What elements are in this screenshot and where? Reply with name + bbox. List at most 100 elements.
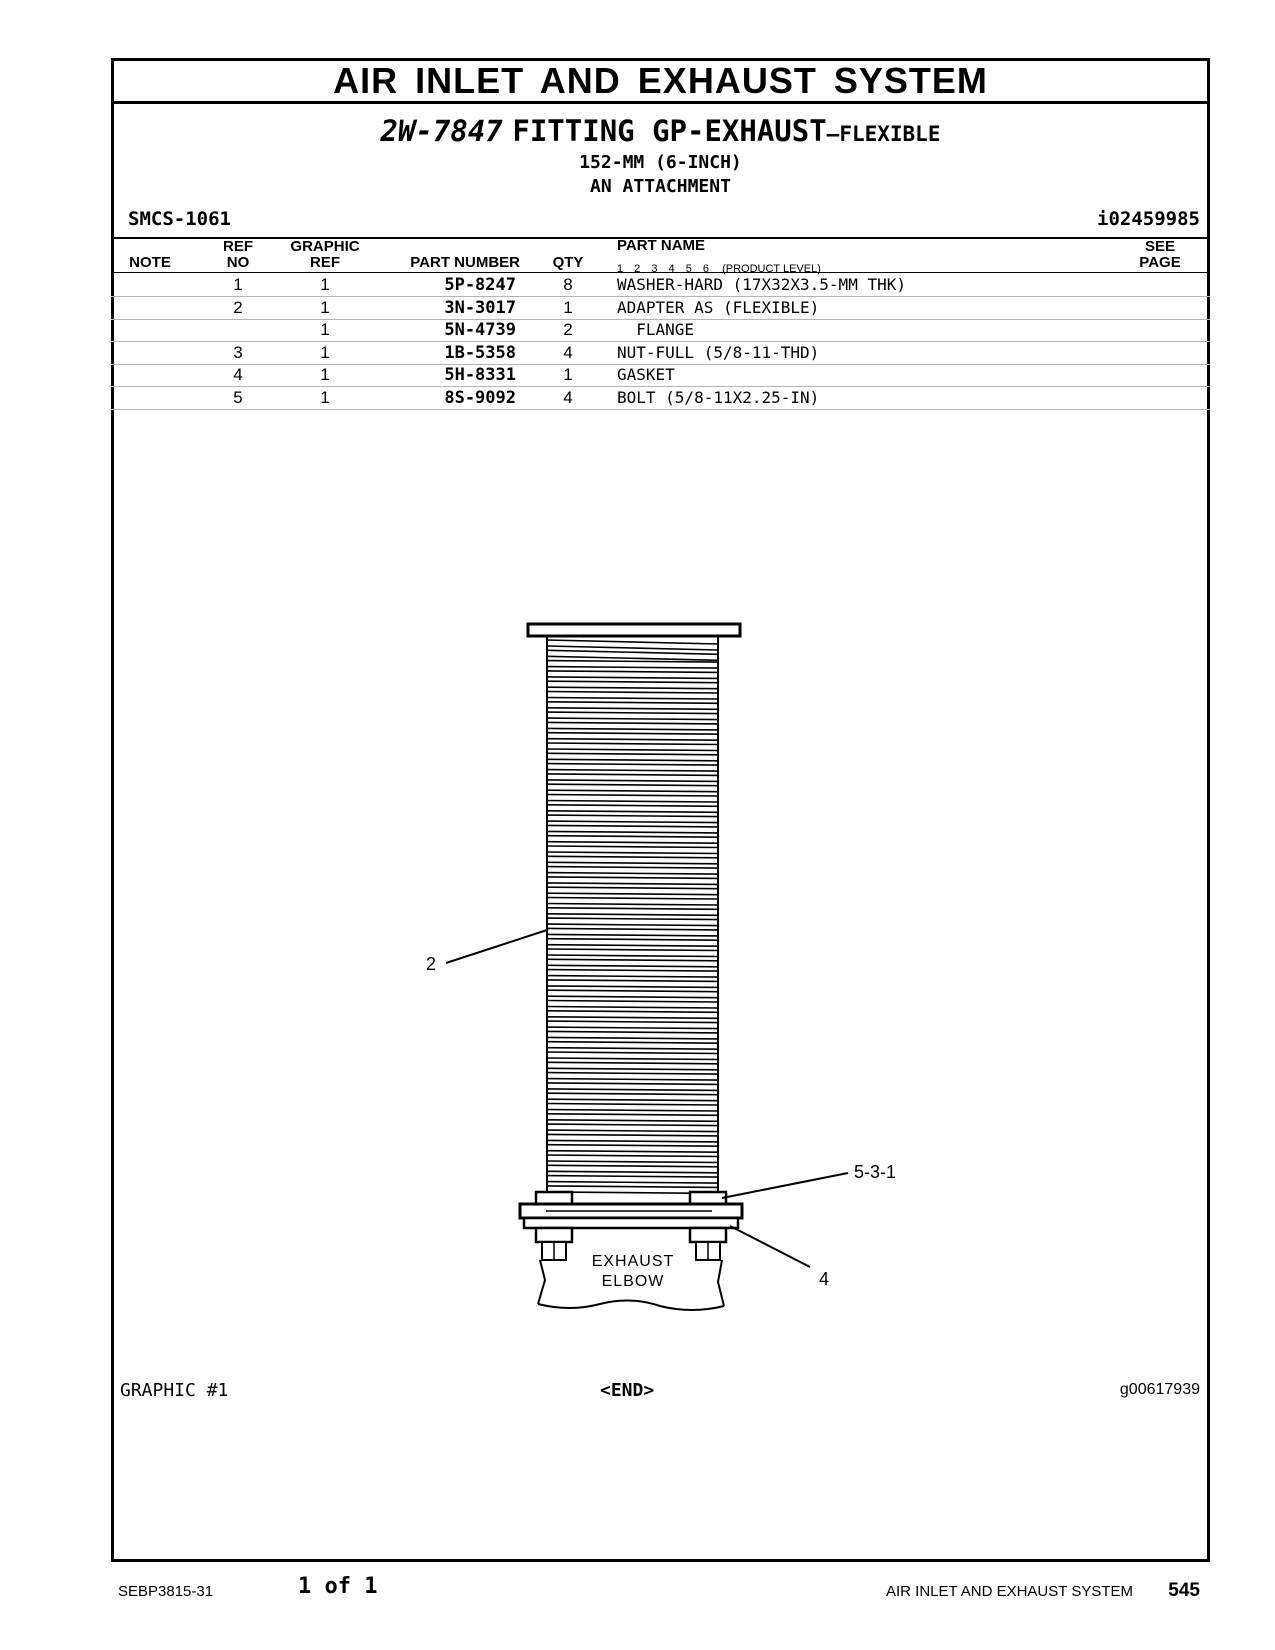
hose-corrugation	[546, 855, 719, 865]
row-ref-no: 4	[233, 365, 243, 384]
system-title: AIR INLET AND EXHAUST SYSTEM	[111, 58, 1210, 104]
graphic-reference: g00617939	[1119, 1381, 1200, 1398]
row-qty: 1	[563, 297, 573, 317]
hose-corrugation	[546, 1082, 719, 1092]
row-divider	[111, 318, 1210, 320]
callout-hardware: 5-3-1	[854, 1162, 896, 1182]
callout-gasket: 4	[819, 1269, 829, 1289]
hose-corrugation	[546, 1164, 719, 1174]
hose-corrugation	[546, 989, 719, 999]
hose-corrugation	[546, 649, 719, 662]
footer-section: AIR INLET AND EXHAUST SYSTEM	[885, 1583, 1133, 1600]
hose-corrugation	[546, 968, 719, 978]
smcs-code: SMCS-1061	[128, 208, 231, 230]
footer-page-of: 1 of 1	[298, 1574, 378, 1599]
hose-corrugation	[546, 896, 719, 906]
hose-corrugation	[546, 824, 719, 834]
hose-corrugation	[546, 742, 719, 752]
hose-corrugation	[546, 793, 719, 803]
hose-corrugation	[546, 1133, 719, 1143]
hose-corrugation	[546, 876, 719, 886]
hose-corrugation	[546, 1102, 719, 1112]
table-header-rule	[111, 237, 1210, 239]
row-divider	[111, 296, 1210, 297]
hose-corrugation	[546, 721, 719, 731]
hose-corrugation	[546, 711, 719, 721]
callout-gasket-leader	[729, 1225, 811, 1268]
row-divider	[111, 363, 1210, 365]
hose-corrugation	[546, 783, 719, 793]
row-divider	[111, 386, 1210, 387]
exhaust-elbow	[537, 1259, 725, 1311]
graphic-label: GRAPHIC #1	[120, 1380, 229, 1401]
hose-corrugation	[546, 927, 719, 937]
row-part-number: 8S-9092	[444, 387, 516, 408]
row-divider	[111, 408, 1210, 410]
hose-corrugation	[546, 865, 719, 875]
top-flange	[526, 622, 742, 638]
hose-corrugation	[546, 1061, 719, 1071]
hose-corrugation	[546, 958, 719, 968]
row-graphic-ref: 1	[320, 387, 330, 407]
hose-corrugation	[546, 804, 719, 814]
row-graphic-ref: 1	[320, 275, 330, 294]
hose-corrugation	[546, 1092, 719, 1102]
row-qty: 2	[563, 320, 573, 339]
row-divider	[111, 341, 1210, 342]
callout-hose-leader	[445, 929, 548, 964]
row-part-name: GASKET	[617, 365, 675, 384]
col-header-part-number: PART NUMBER	[410, 254, 520, 271]
hose-corrugation	[546, 1154, 719, 1164]
col-header-qty: QTY	[552, 254, 584, 271]
row-graphic-ref: 1	[320, 342, 330, 362]
part-subtitle-size: 152-MM (6-INCH)	[579, 152, 742, 173]
hose-corrugation	[546, 1010, 719, 1020]
col-header-part-name: PART NAME	[617, 237, 706, 254]
hose-corrugation	[546, 845, 719, 855]
hose-corrugation	[546, 639, 719, 651]
hose-corrugation	[546, 834, 719, 844]
hose-corrugation	[546, 886, 719, 896]
parts-drawing: EXHAUST ELBOW 2 5-3-1 4	[426, 622, 896, 1311]
hose-corrugation	[546, 690, 719, 700]
row-qty: 4	[563, 387, 573, 407]
hose-corrugation	[546, 731, 719, 741]
callout-hardware-leader	[721, 1172, 849, 1199]
row-ref-no: 5	[233, 387, 243, 407]
part-subtitle-attachment: AN ATTACHMENT	[590, 176, 731, 197]
part-title: 2W-7847 FITTING GP-EXHAUST—FLEXIBLE	[111, 114, 1210, 148]
row-qty: 1	[563, 365, 573, 384]
row-ref-no: 1	[233, 275, 243, 294]
hose-corrugation	[546, 701, 719, 711]
footer-doc-number: SEBP3815-31	[118, 1583, 214, 1600]
hose-corrugation	[546, 814, 719, 824]
elbow-label-1: EXHAUST	[592, 1253, 675, 1270]
hose-corrugation	[546, 907, 719, 917]
bottom-flange-assembly	[518, 1190, 744, 1261]
row-graphic-ref: 1	[320, 365, 330, 384]
row-qty: 8	[563, 275, 573, 294]
page-frame	[111, 58, 1210, 1562]
end-label: <END>	[600, 1380, 655, 1401]
row-qty: 4	[563, 342, 573, 362]
hose-corrugation	[546, 1143, 719, 1153]
flexible-hose	[546, 639, 719, 1195]
hose-corrugation	[546, 670, 719, 680]
row-part-number: 5P-8247	[444, 275, 516, 295]
hose-corrugation	[546, 999, 719, 1009]
hose-corrugation	[546, 1174, 719, 1184]
footer-page-number: 545	[1168, 1580, 1200, 1601]
product-levels: 1 2 3 4 5 6 (PRODUCT LEVEL)	[617, 263, 821, 275]
hose-corrugation	[546, 762, 719, 772]
hose-corrugation	[546, 1071, 719, 1081]
hose-corrugation	[546, 937, 719, 947]
part-title-suffix: —FLEXIBLE	[826, 122, 941, 146]
row-part-name: WASHER-HARD (17X32X3.5-MM THK)	[617, 275, 906, 294]
hose-corrugation	[546, 1040, 719, 1050]
elbow-label-2: ELBOW	[602, 1273, 665, 1290]
row-part-name: BOLT (5/8-11X2.25-IN)	[617, 387, 820, 407]
hose-corrugation	[546, 1051, 719, 1061]
